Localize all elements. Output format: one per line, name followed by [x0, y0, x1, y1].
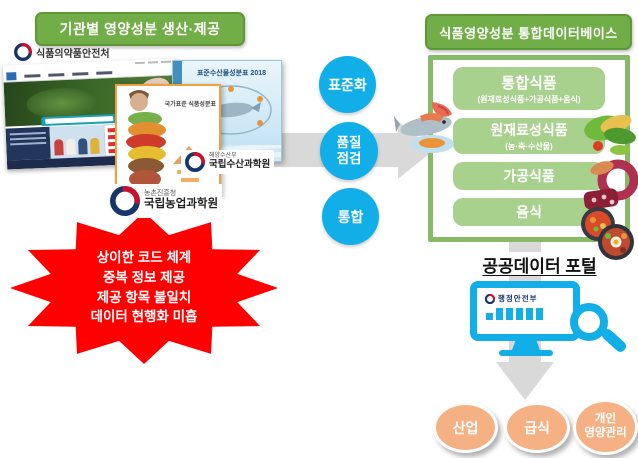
naas-name-label: 국립농업과학원 — [144, 198, 219, 211]
problem-line: 제공 항목 불일치 — [96, 289, 192, 305]
fisheries-report-title: 표준수산물성분표 2018 — [196, 70, 267, 77]
food-person-icon — [126, 90, 205, 188]
problems-starburst: 상이한 코드 체계 중복 정보 제공 제공 항목 불일치 데이터 현행화 미흡 — [10, 212, 278, 364]
search-magnifier-icon — [570, 303, 629, 354]
process-step-standardization: 표준화 — [319, 56, 376, 113]
flow-arrow-down-head — [496, 362, 554, 400]
family-photo — [49, 124, 105, 159]
db-item-integrated-food: 통합식품 (원재료성식품+가공식품+음식) — [453, 67, 605, 110]
data-portal-monitor-icon: 행정안전부 — [470, 281, 629, 356]
food-composition-poster: 국가표준 식품성분표 — [115, 84, 221, 196]
process-step-quality-check: 품질 점검 — [320, 122, 378, 180]
notice-panel — [5, 126, 51, 161]
nifs-name-label: 국립수산과학원 — [209, 158, 271, 170]
process-step-integration: 통합 — [322, 188, 379, 245]
db-item-label: 가공식품 — [503, 168, 555, 184]
portal-title: 공공데이터 포털 — [452, 252, 627, 276]
db-item-label: 원재료성식품 — [490, 122, 568, 138]
db-item-processed-food: 가공식품 — [453, 162, 605, 190]
db-item-label: 음식 — [516, 204, 542, 220]
mois-label: 행정안전부 — [498, 294, 538, 303]
korean-dishes-icon — [581, 207, 634, 260]
outcome-food-service: 급식 — [504, 402, 570, 453]
db-item-label: 통합식품 — [501, 75, 557, 92]
problem-line: 상이한 코드 체계 — [96, 249, 192, 265]
db-item-dish: 음식 — [453, 198, 605, 226]
meat-sausage-icon — [583, 159, 638, 210]
nifs-taegeuk-logo-icon — [185, 152, 205, 172]
poster-title: 국가표준 식품성분표 — [164, 102, 216, 108]
problem-line: 중복 정보 제공 — [102, 269, 186, 285]
naas-ministry-label: 농촌진흥청 — [144, 190, 177, 198]
monitor-screen: 행정안전부 — [470, 281, 580, 341]
monitor-base — [499, 350, 553, 356]
right-panel-title: 식품영양성분 통합데이터베이스 — [425, 14, 632, 50]
mfds-taegeuk-logo-icon — [14, 43, 32, 61]
naas-logo-row: 농촌진흥청 국립농업과학원 — [106, 184, 223, 218]
left-panel-title: 기관별 영양성분 생산·제공 — [35, 12, 245, 46]
db-item-sublabel: (농·축·수산물) — [505, 142, 553, 151]
db-item-raw-food: 원재료성식품 (농·축·수산물) — [453, 118, 605, 154]
db-item-sublabel: (원재료성식품+가공식품+음식) — [477, 95, 581, 104]
monitor-stand — [512, 341, 540, 350]
bar-chart-icon — [486, 307, 573, 320]
nifs-logo-row: 해양수산부 국립수산과학원 — [181, 150, 275, 174]
outcome-personal-nutrition: 개인 영양관리 — [573, 399, 638, 455]
mois-taegeuk-logo-icon — [485, 293, 495, 304]
vegetables-icon — [584, 114, 636, 155]
problem-line: 데이터 현행화 미흡 — [90, 309, 198, 325]
nifs-ministry-label: 해양수산부 — [209, 153, 237, 160]
outcome-industry: 산업 — [433, 402, 498, 453]
seafood-icon — [394, 102, 454, 153]
naas-taegeuk-logo-icon — [110, 186, 140, 216]
mfds-logo-row: 식품의약품안전처 — [14, 43, 110, 61]
site-logo-chip — [6, 72, 17, 81]
mfds-label: 식품의약품안전처 — [36, 48, 110, 60]
